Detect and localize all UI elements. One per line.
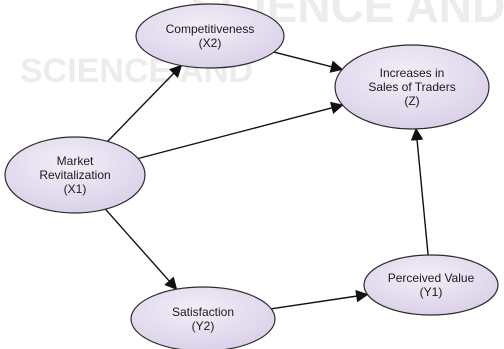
arrow-y2-to-y1: [271, 289, 369, 310]
arrow-x1-to-y2: [104, 208, 178, 291]
arrow-x1-to-x2: [107, 64, 183, 142]
node-x2: Competitiveness(X2): [135, 3, 285, 69]
node-y2-label-line-1: (Y2): [192, 319, 215, 333]
node-z-ellipse: [334, 44, 490, 130]
node-z-label-line-2: (Z): [404, 94, 419, 108]
node-x2-label-line-0: Competitiveness: [166, 22, 255, 36]
edges: [104, 51, 429, 310]
node-x1-label-line-1: Revitalization: [39, 168, 110, 182]
node-y1: Perceived Value(Y1): [363, 254, 499, 316]
node-x2-ellipse: [135, 3, 285, 69]
arrow-y1-to-z: [410, 127, 429, 256]
node-z-label-line-1: Sales of Traders: [368, 80, 455, 94]
arrow-x1-to-z: [137, 101, 344, 160]
node-x1-ellipse: [4, 136, 146, 214]
arrow-x2-to-z: [273, 51, 344, 73]
node-y2: Satisfaction(Y2): [130, 286, 276, 349]
node-y2-label-line-0: Satisfaction: [172, 305, 234, 319]
node-y2-ellipse: [130, 286, 276, 349]
node-y1-label-line-0: Perceived Value: [388, 271, 475, 285]
node-x2-label-line-1: (X2): [199, 36, 222, 50]
node-x1-label-line-2: (X1): [64, 182, 87, 196]
node-y1-ellipse: [363, 254, 499, 316]
node-z-label-line-0: Increases in: [380, 66, 445, 80]
node-x1-label-line-0: Market: [57, 154, 94, 168]
node-y1-label-line-1: (Y1): [420, 285, 443, 299]
